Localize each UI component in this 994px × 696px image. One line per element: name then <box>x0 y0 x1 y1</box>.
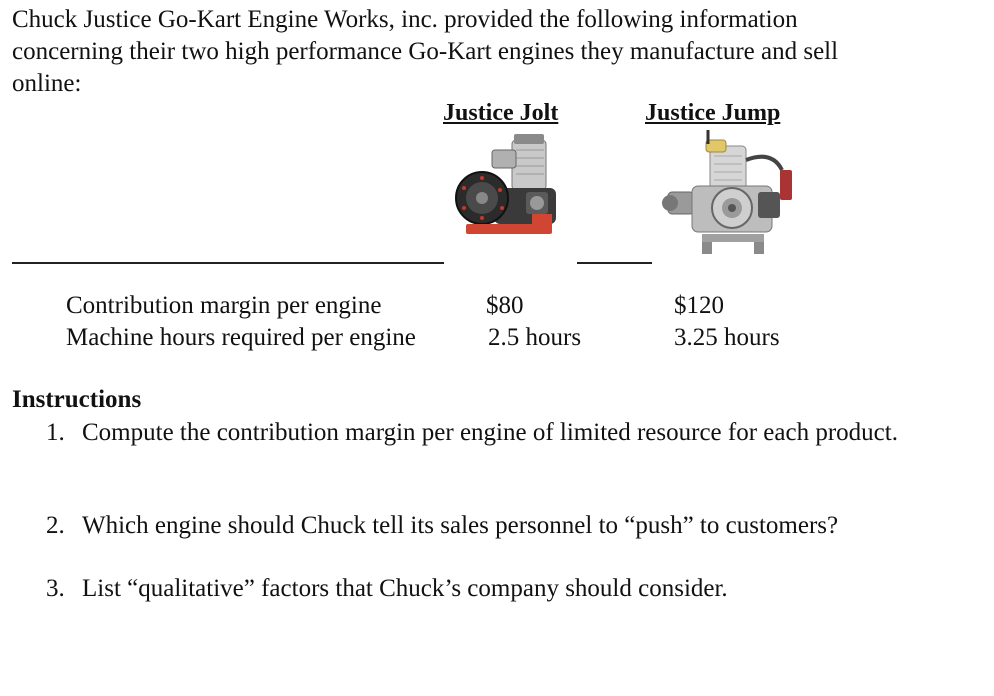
instructions-heading: Instructions <box>12 386 142 413</box>
item-text: Compute the contribution margin per engi… <box>82 419 898 446</box>
header-rule-middle <box>577 262 652 264</box>
row-label: Contribution margin per engine <box>66 292 382 319</box>
justice-jump-engine-image <box>662 130 792 254</box>
jolt-value: 2.5 hours <box>488 324 582 351</box>
column-header-justice-jolt: Justice Jolt <box>443 100 559 126</box>
jump-value: $120 <box>674 292 724 319</box>
row-label: Machine hours required per engine <box>66 324 416 351</box>
intro-line: online: <box>12 70 82 97</box>
jump-value: 3.25 hours <box>674 324 780 351</box>
justice-jolt-engine-image <box>455 134 556 234</box>
item-number: 3. <box>46 575 65 602</box>
intro-line: Chuck Justice Go-Kart Engine Works, inc.… <box>12 6 798 33</box>
instruction-item-3: 3. List “qualitative” factors that Chuck… <box>46 573 928 605</box>
item-text: Which engine should Chuck tell its sales… <box>82 512 839 539</box>
instruction-item-1: 1. Compute the contribution margin per e… <box>46 417 928 449</box>
column-header-justice-jump: Justice Jump <box>645 100 781 126</box>
intro-paragraph: Chuck Justice Go-Kart Engine Works, inc.… <box>12 4 952 100</box>
item-number: 1. <box>46 419 65 446</box>
instruction-item-2: 2. Which engine should Chuck tell its sa… <box>46 510 928 542</box>
item-text: List “qualitative” factors that Chuck’s … <box>82 575 728 602</box>
intro-line: concerning their two high performance Go… <box>12 38 839 65</box>
jolt-value: $80 <box>486 292 524 319</box>
header-rule-left <box>12 262 444 264</box>
item-number: 2. <box>46 512 65 539</box>
